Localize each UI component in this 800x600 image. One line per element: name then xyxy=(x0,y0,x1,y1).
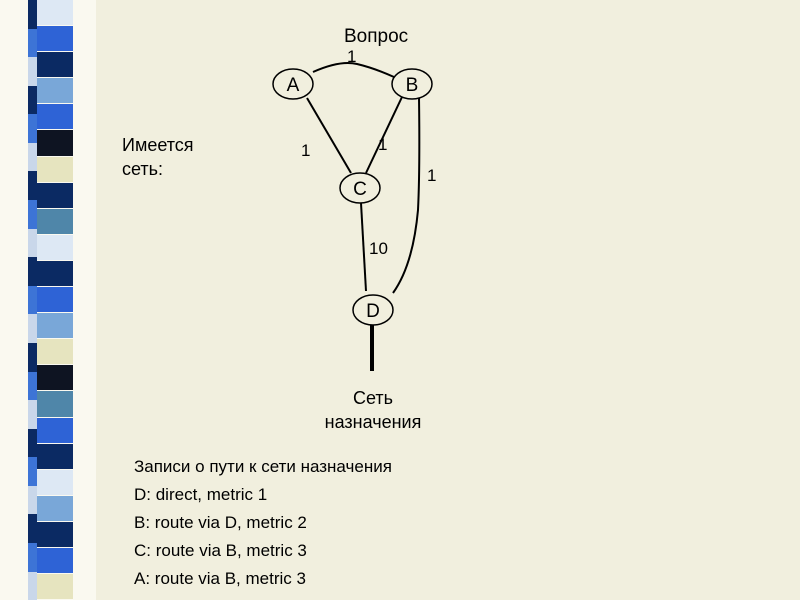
network-intro-line: Имеется xyxy=(122,133,194,157)
edge-b-d-metric: 1 xyxy=(427,166,436,186)
node-b-label: B xyxy=(406,75,419,96)
node-a-label: A xyxy=(287,75,300,96)
edge-b-c-metric: 1 xyxy=(378,135,387,155)
route-entry: A: route via B, metric 3 xyxy=(134,565,392,593)
network-intro: Имеется сеть: xyxy=(122,133,194,181)
node-d-label: D xyxy=(366,301,380,322)
route-entries-heading: Записи о пути к сети назначения xyxy=(134,453,392,481)
node-c-label: C xyxy=(353,179,367,200)
destination-network-label: Сеть назначения xyxy=(308,386,438,434)
edge-a-c xyxy=(307,98,351,173)
route-entry: C: route via B, metric 3 xyxy=(134,537,392,565)
network-intro-line: сеть: xyxy=(122,157,194,181)
edge-a-b-metric: 1 xyxy=(347,47,356,67)
destination-line: Сеть xyxy=(308,386,438,410)
diagram-title: Вопрос xyxy=(344,26,408,48)
destination-line: назначения xyxy=(308,410,438,434)
edge-c-d-metric: 10 xyxy=(369,239,388,259)
edge-c-d xyxy=(361,203,366,291)
node-a: A xyxy=(273,69,313,99)
edge-a-c-metric: 1 xyxy=(301,141,310,161)
node-c: C xyxy=(340,173,380,203)
node-d: D xyxy=(353,295,393,325)
edge-b-d xyxy=(393,97,419,293)
node-b: B xyxy=(392,69,432,99)
route-entry: B: route via D, metric 2 xyxy=(134,509,392,537)
route-entries: Записи о пути к сети назначения D: direc… xyxy=(134,453,392,593)
route-entry: D: direct, metric 1 xyxy=(134,481,392,509)
